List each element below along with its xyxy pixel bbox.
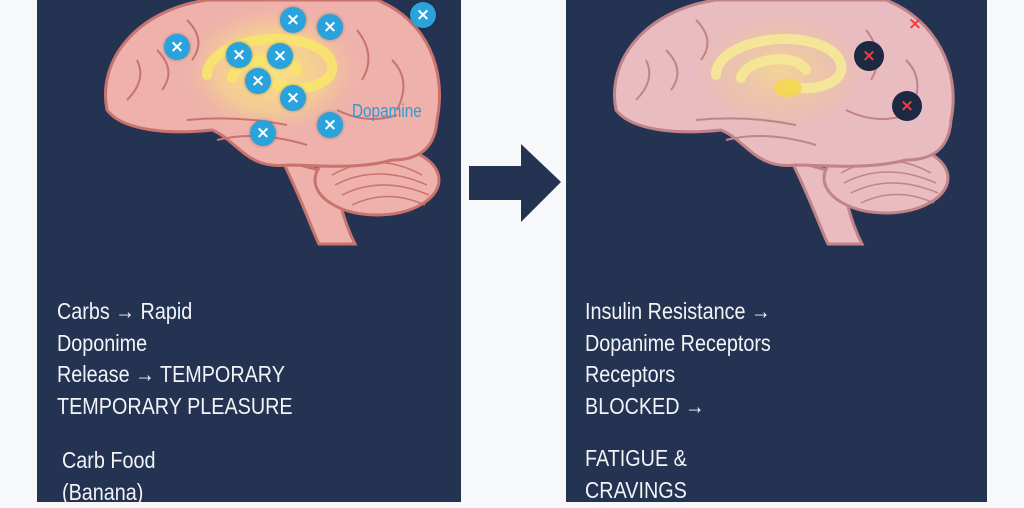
dopamine-label: Dopamine [352, 101, 422, 122]
brain-illustration-active [37, 0, 461, 260]
text-line: Insulin Resistance → [585, 296, 771, 328]
dopamine-marker-x-icon: × [250, 120, 276, 146]
right-arrow-icon [469, 144, 561, 222]
dopamine-marker-x-icon: × [267, 43, 293, 69]
text-line: FATIGUE & [585, 443, 687, 475]
text-line: Receptors [585, 359, 771, 391]
text-line: Carb Food [62, 445, 155, 477]
dopamine-marker-x-icon: × [226, 42, 252, 68]
brain-illustration-blocked [566, 0, 987, 260]
text-line: (Banana) [62, 477, 155, 508]
text-line: CRAVINGS [585, 475, 687, 507]
right-panel-insulin-resistance: × × × Insulin Resistance → Dopanime Rece… [566, 0, 987, 502]
text-line: Doponime [57, 328, 293, 360]
outcome-label: FATIGUE & CRAVINGS [585, 443, 687, 506]
blocked-receptor-x-icon: × [854, 41, 884, 71]
dopamine-marker-x-icon: × [317, 112, 343, 138]
text-line: Release → TEMPORARY [57, 359, 293, 391]
blocked-receptor-x-icon: × [892, 91, 922, 121]
blocked-receptor-x-icon: × [902, 11, 928, 37]
text-line: BLOCKED → [585, 391, 771, 423]
insulin-effect-description: Insulin Resistance → Dopanime Receptors … [585, 296, 771, 422]
dopamine-marker-x-icon: × [245, 68, 271, 94]
carb-effect-description: Carbs → Rapid Doponime Release → TEMPORA… [57, 296, 293, 422]
dopamine-marker-x-icon: × [280, 85, 306, 111]
dopamine-marker-x-icon: × [164, 34, 190, 60]
text-line: Dopanime Receptors [585, 328, 771, 360]
text-line: Carbs → Rapid [57, 296, 293, 328]
dopamine-marker-x-icon: × [280, 7, 306, 33]
text-line: TEMPORARY PLEASURE [57, 391, 293, 423]
dopamine-marker-x-icon: × [410, 2, 436, 28]
left-panel-carb-dopamine: × × × × × × × × × × Dopamine Carbs → Rap… [37, 0, 461, 502]
food-label: Carb Food (Banana) [62, 445, 155, 508]
dopamine-marker-x-icon: × [317, 14, 343, 40]
